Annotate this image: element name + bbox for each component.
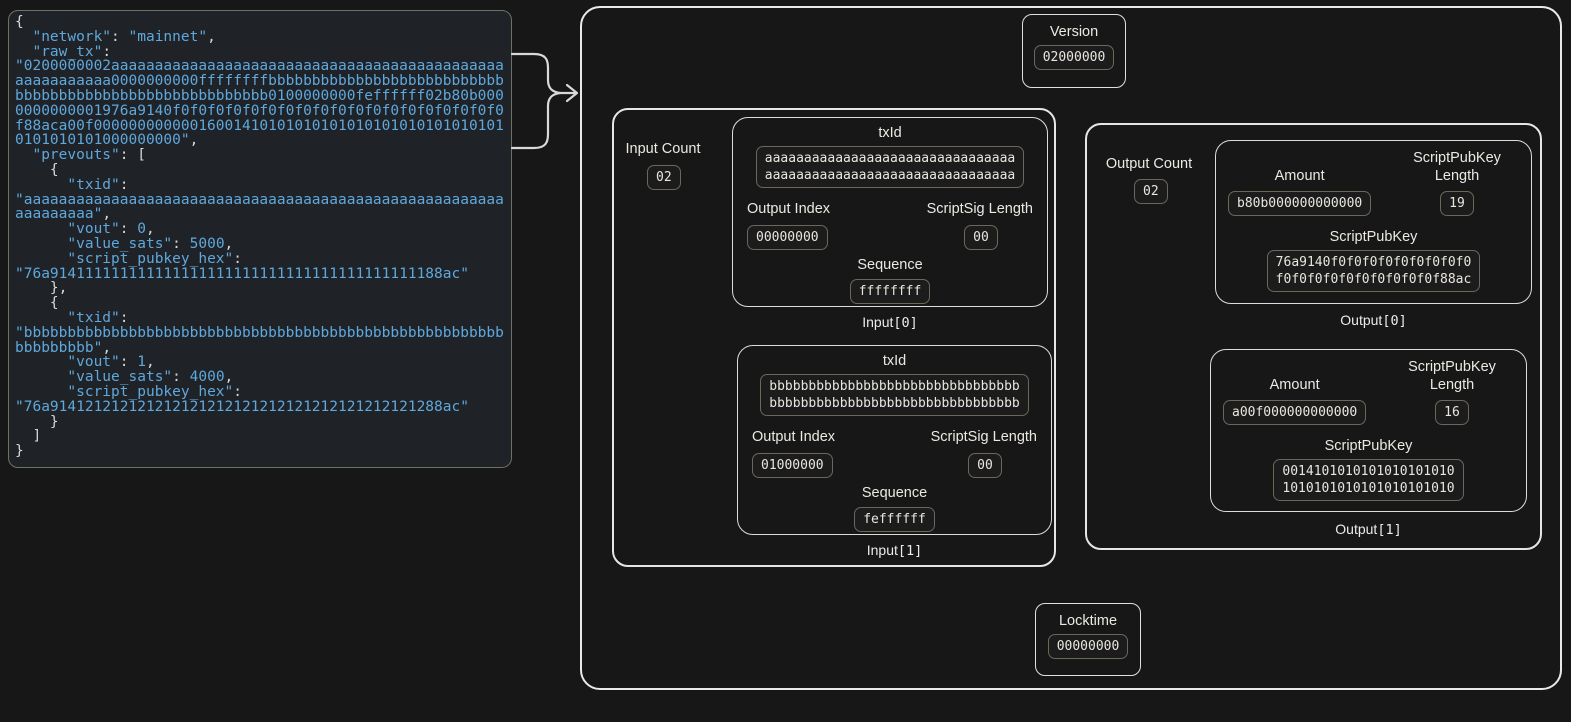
input-0-caption: Input[0]	[862, 314, 918, 331]
scriptpubkey-value: 0014101010101010101010101010101010101010…	[1273, 459, 1464, 501]
sequence-label: Sequence	[861, 485, 928, 501]
locktime-value: 00000000	[1047, 634, 1129, 659]
amount-value: a00f000000000000	[1223, 400, 1367, 425]
output-index-label: Output Index	[752, 429, 836, 445]
amount-label: Amount	[1269, 377, 1320, 393]
input-0-box: txId aaaaaaaaaaaaaaaaaaaaaaaaaaaaaaaaaaa…	[732, 117, 1048, 307]
version-box: Version 02000000	[1022, 14, 1126, 88]
input-1-caption: Input[1]	[866, 542, 923, 559]
output-index-label: Output Index	[747, 201, 831, 217]
scriptsig-length-value: 00	[964, 225, 998, 250]
transaction-diagram-frame	[580, 6, 1562, 690]
merge-arrow-icon	[510, 52, 579, 150]
output-0-caption: Output[0]	[1340, 312, 1407, 329]
scriptsig-length-value: 00	[968, 453, 1002, 478]
version-label: Version	[1049, 24, 1099, 40]
input-1-box: txId bbbbbbbbbbbbbbbbbbbbbbbbbbbbbbbbbbb…	[737, 345, 1052, 535]
scriptpubkey-label: ScriptPubKey	[1329, 229, 1418, 245]
scriptpubkey-label: ScriptPubKey	[1324, 438, 1413, 454]
output-1-caption: Output[1]	[1335, 521, 1402, 538]
output-count-label: Output Count	[1105, 156, 1193, 172]
json-code-text[interactable]: { "network": "mainnet", "raw_tx": "02000…	[15, 14, 504, 460]
scriptpubkey-length-value: 19	[1440, 191, 1474, 216]
sequence-label: Sequence	[857, 257, 923, 273]
output-index-value: 01000000	[752, 453, 833, 478]
output-count-value: 02	[1134, 179, 1168, 204]
inputs-group: Input Count 02 txId aaaaaaaaaaaaaaaaaaaa…	[612, 108, 1056, 567]
output-1-box: Amount a00f000000000000 ScriptPubKey Len…	[1210, 349, 1527, 512]
scriptpubkey-value: 76a9140f0f0f0f0f0f0f0f0f0f0f0f0f0f0f0f0f…	[1266, 250, 1481, 292]
locktime-label: Locktime	[1058, 613, 1118, 629]
version-value: 02000000	[1033, 45, 1115, 70]
scriptpubkey-length-label: ScriptPubKey Length	[1413, 150, 1501, 184]
amount-label: Amount	[1274, 168, 1325, 184]
txid-label: txId	[878, 125, 902, 141]
json-input-editor[interactable]: { "network": "mainnet", "raw_tx": "02000…	[8, 10, 512, 468]
input-count-value: 02	[647, 165, 681, 190]
output-index-value: 00000000	[747, 225, 828, 250]
txid-label: txId	[882, 353, 907, 369]
scriptpubkey-length-label: ScriptPubKey Length	[1408, 359, 1496, 393]
scriptsig-length-label: ScriptSig Length	[926, 201, 1033, 217]
sequence-value: feffffff	[854, 507, 935, 532]
scriptpubkey-length-value: 16	[1435, 400, 1469, 425]
output-0-box: Amount b80b000000000000 ScriptPubKey Len…	[1215, 140, 1532, 304]
scriptsig-length-label: ScriptSig Length	[930, 429, 1037, 445]
outputs-group: Output Count 02 Amount b80b000000000000 …	[1085, 123, 1542, 550]
sequence-value: ffffffff	[849, 279, 931, 304]
txid-value: aaaaaaaaaaaaaaaaaaaaaaaaaaaaaaaaaaaaaaaa…	[755, 146, 1025, 188]
input-count-label: Input Count	[625, 141, 701, 157]
txid-value: bbbbbbbbbbbbbbbbbbbbbbbbbbbbbbbbbbbbbbbb…	[760, 374, 1029, 416]
locktime-box: Locktime 00000000	[1035, 603, 1141, 676]
amount-value: b80b000000000000	[1228, 191, 1372, 216]
